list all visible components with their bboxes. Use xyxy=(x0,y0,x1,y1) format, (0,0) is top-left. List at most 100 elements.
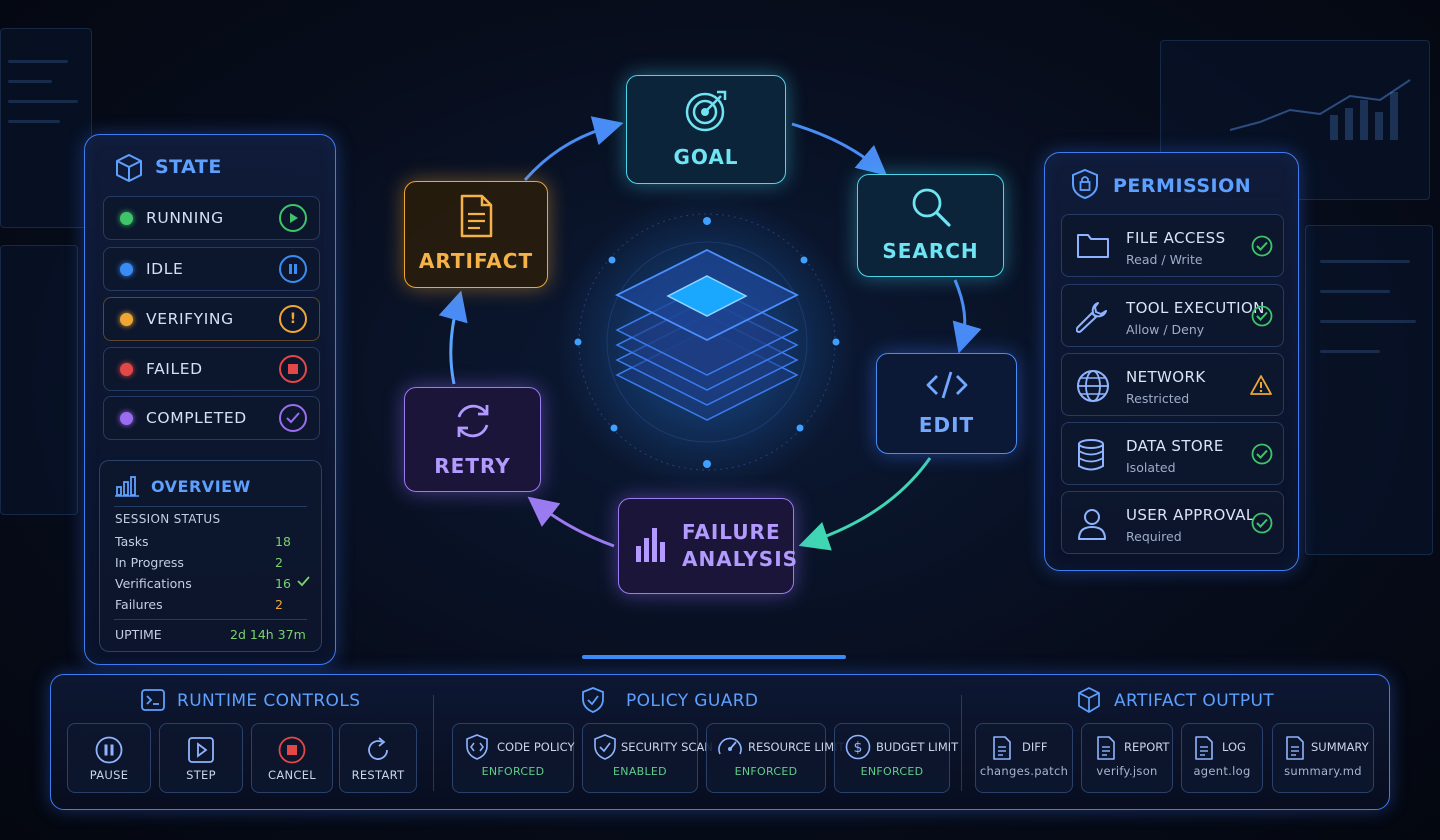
policy-label: CODE POLICY xyxy=(497,740,575,754)
background-line xyxy=(1320,260,1410,263)
check-icon[interactable] xyxy=(279,404,307,432)
step-icon xyxy=(187,736,215,768)
cancel-icon xyxy=(278,736,306,768)
section-divider xyxy=(961,695,962,791)
artifact-diff[interactable]: DIFF changes.patch xyxy=(975,723,1073,793)
database-icon xyxy=(1076,438,1106,476)
overview-row-value: 2 xyxy=(275,555,283,570)
search-icon xyxy=(910,186,952,232)
overview-row-failures: Failures 2 xyxy=(115,597,295,612)
overview-row-label: In Progress xyxy=(115,555,184,570)
permission-title-text: USER APPROVAL xyxy=(1126,506,1255,524)
policy-security-scan[interactable]: SECURITY SCAN ENABLED xyxy=(582,723,713,793)
permission-title: PERMISSION xyxy=(1113,175,1252,197)
policy-guard-title: POLICY GUARD xyxy=(626,691,759,711)
background-sparkline xyxy=(1230,79,1411,140)
policy-status: ENFORCED xyxy=(860,765,924,778)
artifact-file: verify.json xyxy=(1096,764,1158,778)
button-label: CANCEL xyxy=(267,768,316,782)
policy-status: ENFORCED xyxy=(734,765,798,778)
overview-title: OVERVIEW xyxy=(151,477,251,496)
alert-icon[interactable]: ! xyxy=(279,305,307,333)
background-line xyxy=(8,100,78,103)
check-circle-icon xyxy=(1251,235,1273,261)
status-dot xyxy=(120,411,133,425)
permission-row-file-access[interactable]: FILE ACCESS Read / Write xyxy=(1061,214,1284,277)
cancel-button[interactable]: CANCEL xyxy=(251,723,333,793)
policy-resource-limit[interactable]: RESOURCE LIMIT ENFORCED xyxy=(706,723,845,793)
file-icon xyxy=(1096,736,1116,764)
state-row-idle[interactable]: IDLE xyxy=(103,247,320,291)
artifact-file: changes.patch xyxy=(979,764,1069,778)
policy-code-policy[interactable]: CODE POLICY ENFORCED xyxy=(452,723,575,793)
permission-subtitle-text: Isolated xyxy=(1126,460,1176,475)
failure-analysis-node[interactable]: FAILURE ANALYSIS xyxy=(618,498,797,594)
background-line xyxy=(8,120,60,123)
background-line xyxy=(1320,320,1416,323)
state-row-running[interactable]: RUNNING xyxy=(103,196,320,240)
policy-label: BUDGET LIMIT xyxy=(876,740,959,754)
artifact-label: SUMMARY xyxy=(1311,740,1369,754)
overview-row-value: 16 xyxy=(275,576,291,591)
background-screen-right-lower xyxy=(1305,225,1433,555)
policy-label: SECURITY SCAN xyxy=(621,740,713,754)
terminal-icon xyxy=(141,689,165,715)
state-panel: STATE RUNNING IDLE VERIFYING ! FAILED CO… xyxy=(84,134,336,665)
goal-node[interactable]: GOAL xyxy=(626,75,786,184)
shield-icon xyxy=(593,734,617,764)
svg-text:$: $ xyxy=(854,740,863,756)
search-node[interactable]: SEARCH xyxy=(857,174,1004,277)
package-icon xyxy=(1077,687,1101,717)
permission-title-text: TOOL EXECUTION xyxy=(1126,299,1265,317)
uptime-value: 2d 14h 37m xyxy=(230,627,306,642)
permission-title-text: NETWORK xyxy=(1126,368,1206,386)
artifact-log[interactable]: LOG agent.log xyxy=(1181,723,1263,793)
state-row-completed[interactable]: COMPLETED xyxy=(103,396,320,440)
state-row-verifying[interactable]: VERIFYING ! xyxy=(103,297,320,341)
pause-icon[interactable] xyxy=(279,255,307,283)
core-stack xyxy=(614,248,800,421)
artifact-report[interactable]: REPORT verify.json xyxy=(1081,723,1173,793)
section-divider xyxy=(433,695,434,791)
permission-row-network[interactable]: NETWORK Restricted xyxy=(1061,353,1284,416)
restart-button[interactable]: RESTART xyxy=(339,723,417,793)
policy-budget-limit[interactable]: $ BUDGET LIMIT ENFORCED xyxy=(834,723,958,793)
retry-node[interactable]: RETRY xyxy=(404,387,541,492)
overview-row-in-progress: In Progress 2 xyxy=(115,555,295,570)
stop-icon[interactable] xyxy=(279,355,307,383)
dollar-icon: $ xyxy=(845,734,871,764)
uptime-label: UPTIME xyxy=(115,627,162,642)
permission-subtitle-text: Allow / Deny xyxy=(1126,322,1205,337)
artifact-file: agent.log xyxy=(1193,764,1251,778)
overview-row-verifications: Verifications 16 xyxy=(115,576,310,591)
runtime-controls-title: RUNTIME CONTROLS xyxy=(177,691,361,711)
document-icon xyxy=(458,194,494,242)
edit-node[interactable]: EDIT xyxy=(876,353,1017,454)
artifact-label: REPORT xyxy=(1124,740,1170,754)
background-line xyxy=(1320,350,1380,353)
overview-row-value: 18 xyxy=(275,534,291,549)
restart-icon xyxy=(364,736,392,768)
bottom-control-bar: RUNTIME CONTROLS PAUSE STEP CANCEL RESTA… xyxy=(50,674,1390,810)
step-button[interactable]: STEP xyxy=(159,723,243,793)
status-dot xyxy=(120,362,133,376)
wrench-icon xyxy=(1075,300,1110,338)
state-row-failed[interactable]: FAILED xyxy=(103,347,320,391)
permission-row-data-store[interactable]: DATA STORE Isolated xyxy=(1061,422,1284,485)
pause-button[interactable]: PAUSE xyxy=(67,723,151,793)
status-dot xyxy=(120,211,133,225)
button-label: PAUSE xyxy=(89,768,129,782)
overview-row-label: Tasks xyxy=(115,534,149,549)
background-line xyxy=(8,80,52,83)
artifact-node[interactable]: ARTIFACT xyxy=(404,181,548,288)
status-dot xyxy=(120,312,133,326)
overview-row-tasks: Tasks 18 xyxy=(115,534,295,549)
state-label: VERIFYING xyxy=(146,310,234,328)
artifact-summary[interactable]: SUMMARY summary.md xyxy=(1272,723,1374,793)
button-label: RESTART xyxy=(351,768,405,782)
permission-row-user-approval[interactable]: USER APPROVAL Required xyxy=(1061,491,1284,554)
file-icon xyxy=(992,736,1012,764)
play-icon[interactable] xyxy=(279,204,307,232)
permission-row-tool-execution[interactable]: TOOL EXECUTION Allow / Deny xyxy=(1061,284,1284,347)
